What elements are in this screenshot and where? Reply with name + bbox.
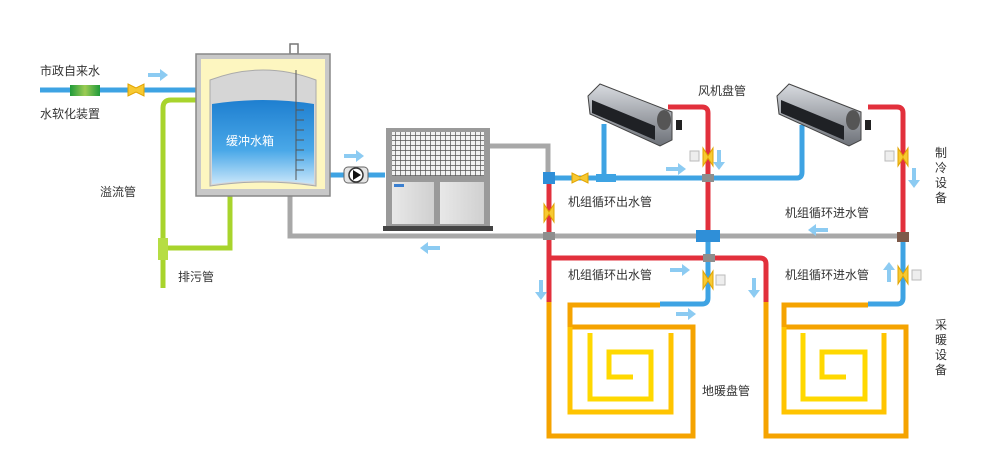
flow-arrow-right-icon <box>344 150 364 162</box>
valve-icon <box>702 146 714 168</box>
flow-arrow-down-icon <box>713 150 725 170</box>
flow-arrow-right-icon <box>148 69 168 81</box>
pipe-fittings <box>543 172 909 262</box>
tank-water <box>212 100 314 184</box>
drain-tee <box>158 238 168 260</box>
label-water-softener: 水软化装置 <box>40 107 101 121</box>
label-unit-outlet-bottom: 机组循环出水管 <box>568 268 653 282</box>
valve-icon <box>571 172 589 184</box>
label-buffer-tank: 缓冲水箱 <box>226 134 275 148</box>
flow-arrow-down-icon <box>535 280 547 300</box>
fan-coil2-hot <box>868 104 906 236</box>
valve-icon <box>543 202 555 224</box>
flow-arrow-right-icon <box>676 308 696 320</box>
flow-arrow-up-icon <box>883 262 895 282</box>
cold-supply-main <box>548 125 805 181</box>
label-overflow-pipe: 溢流管 <box>100 185 137 199</box>
label-floor-heating-coil: 地暖盘管 <box>702 384 751 398</box>
label-unit-inlet-bottom: 机组循环进水管 <box>785 268 870 282</box>
floor-hot-supply <box>549 255 769 302</box>
label-heating-equipment: 采暖设备 <box>934 318 947 377</box>
flow-arrow-left-icon <box>808 224 828 236</box>
cold-return-2 <box>868 240 906 307</box>
label-municipal-water: 市政自来水 <box>40 64 101 78</box>
cold-return-1 <box>660 236 711 307</box>
valves <box>127 83 909 291</box>
hot-pipes <box>546 104 906 302</box>
drain-pipes <box>160 97 233 288</box>
drain-pipe-line <box>165 196 233 251</box>
water-softener-icon <box>70 85 100 96</box>
unit-outlet-grey-pipe <box>487 143 551 179</box>
valve-icon <box>127 83 145 97</box>
pump-icon <box>343 166 369 184</box>
fan-coil-unit-1 <box>587 83 682 147</box>
valve-actuators <box>689 150 922 286</box>
valve-icon <box>897 264 909 286</box>
floor-coil-2 <box>763 302 909 439</box>
overflow-pipe <box>160 97 196 288</box>
buffer-tank <box>195 43 331 197</box>
label-fan-coil: 风机盘管 <box>698 84 747 98</box>
valve-icon <box>702 269 714 291</box>
flow-arrows <box>148 69 920 320</box>
flow-arrow-left-icon <box>420 242 440 254</box>
flow-arrow-down-icon <box>908 168 920 188</box>
valve-icon <box>897 146 909 168</box>
flow-arrow-right-icon <box>670 264 690 276</box>
label-cooling-equipment: 制冷设备 <box>934 146 947 205</box>
label-drain-pipe: 排污管 <box>178 270 215 284</box>
label-unit-outlet-top: 机组循环出水管 <box>568 195 653 209</box>
fan-coil1-hot <box>668 104 711 236</box>
heat-pump-unit <box>383 128 493 231</box>
label-unit-inlet-top: 机组循环进水管 <box>785 206 870 220</box>
return-pipes <box>287 143 906 239</box>
flow-arrow-down-icon <box>748 278 760 298</box>
floor-coil-1 <box>546 302 696 439</box>
flow-arrow-right-icon <box>666 163 686 175</box>
fan-coil-unit-2 <box>776 83 871 147</box>
